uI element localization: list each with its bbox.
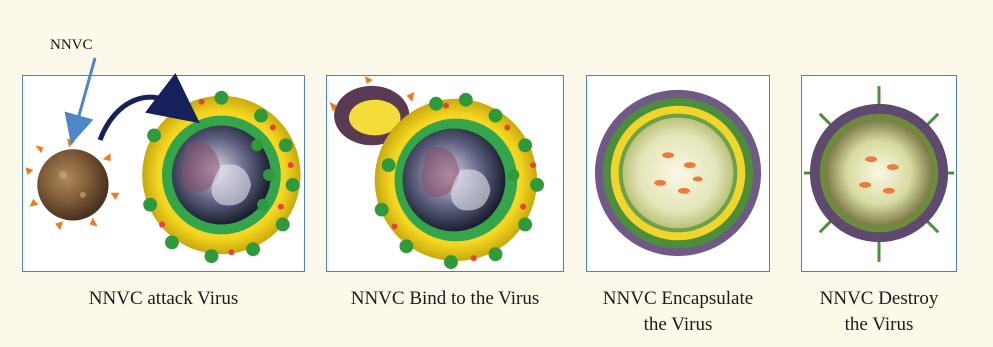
panel-bind (326, 75, 564, 272)
panel-attack (22, 75, 305, 272)
virus-cutaway (142, 91, 300, 263)
encapsulate-illustration (587, 76, 769, 271)
caption-attack: NNVC attack Virus (22, 286, 305, 312)
panel-destroy (801, 75, 957, 272)
bind-illustration (327, 76, 563, 271)
caption-destroy: NNVC Destroy the Virus (801, 286, 957, 338)
destroy-illustration (802, 76, 956, 271)
caption-encapsulate: NNVC Encapsulate the Virus (586, 286, 770, 338)
nnvc-pointer-label: NNVC (50, 37, 93, 54)
attack-illustration (23, 76, 304, 271)
panel-encapsulate (586, 75, 770, 272)
caption-bind: NNVC Bind to the Virus (316, 286, 574, 312)
nnvc-particle (25, 138, 119, 230)
